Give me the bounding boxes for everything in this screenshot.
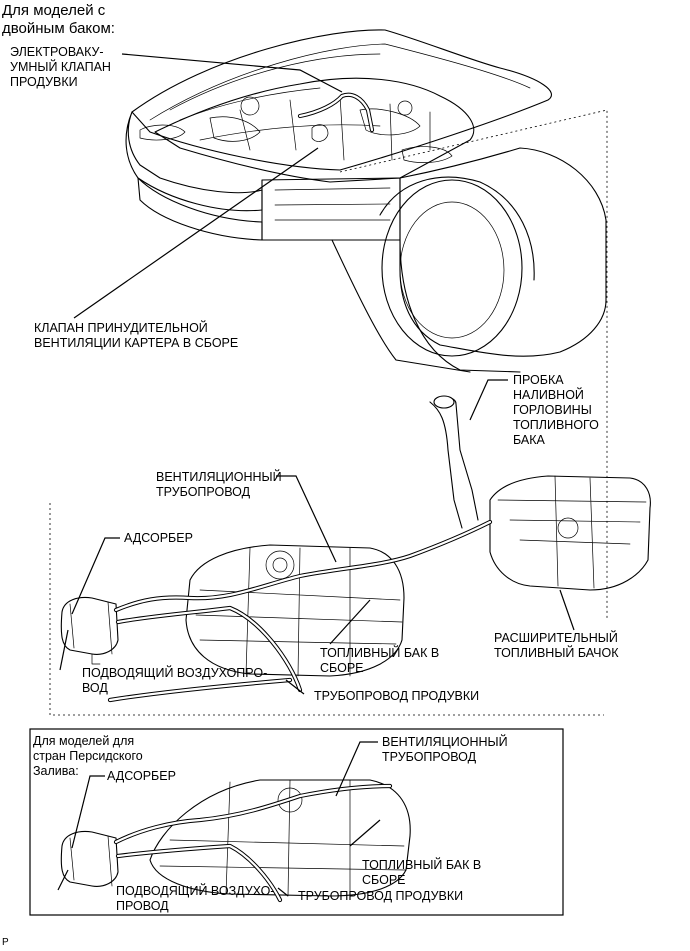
label-inlet-pipe: ПОДВОДЯЩИЙ ВОЗДУХОПРО- ВОД [82,666,268,695]
header-dual-tank: Для моделей с двойным баком: [2,2,115,37]
dashed-frame [49,109,608,716]
inset-label-vent-pipe: ВЕНТИЛЯЦИОННЫЙ ТРУБОПРОВОД [382,735,508,764]
label-canister: АДСОРБЕР [124,531,193,545]
inset-frame [29,728,564,916]
label-purge-vsv: ЭЛЕКТРОВАКУ- УМНЫЙ КЛАПАН ПРОДУВКИ [10,45,111,89]
label-sub-tank: РАСШИРИТЕЛЬНЫЙ ТОПЛИВНЫЙ БАЧОК [494,631,619,660]
inset-label-purge-line: ТРУБОПРОВОД ПРОДУВКИ [298,889,464,903]
leader-lines [57,53,575,897]
figure-code: P [2,937,9,948]
inset-label-fuel-tank: ТОПЛИВНЫЙ БАК В СБОРЕ [362,858,482,887]
inset-fuel-system-illustration [60,779,411,903]
label-fuel-tank: ТОПЛИВНЫЙ БАК В СБОРЕ [320,646,440,675]
label-vent-pipe: ВЕНТИЛЯЦИОННЫЙ ТРУБОПРОВОД [156,470,282,499]
label-purge-line: ТРУБОПРОВОД ПРОДУВКИ [314,689,480,703]
vehicle-illustration [125,29,607,373]
fuel-system-illustration [60,395,651,703]
inset-label-canister: АДСОРБЕР [107,769,176,783]
label-pcv-valve: КЛАПАН ПРИНУДИТЕЛЬНОЙ ВЕНТИЛЯЦИИ КАРТЕРА… [34,321,239,350]
inset-label-inlet-pipe: ПОДВОДЯЩИЙ ВОЗДУХО- ПРОВОД [116,884,275,913]
header-gulf-models: Для моделей для стран Персидского Залива… [33,734,143,778]
label-filler-cap: ПРОБКА НАЛИВНОЙ ГОРЛОВИНЫ ТОПЛИВНОГО БАК… [513,373,599,447]
